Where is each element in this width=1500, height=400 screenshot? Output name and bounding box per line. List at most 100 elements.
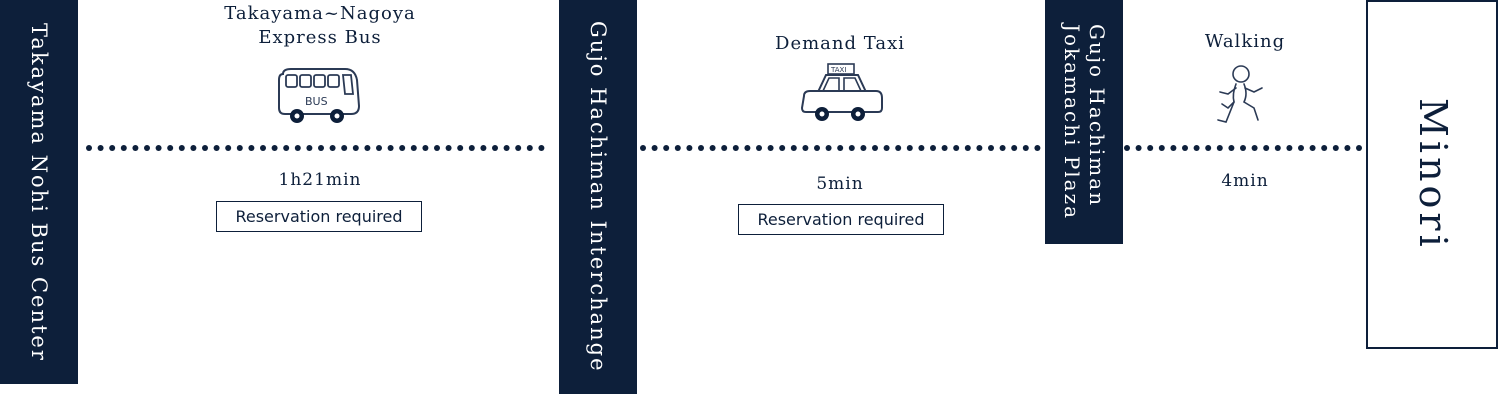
connector-dot bbox=[120, 145, 127, 151]
connector-dot bbox=[445, 145, 452, 151]
connector-dot bbox=[1274, 145, 1281, 151]
connector-dot bbox=[422, 145, 429, 151]
connector-dot bbox=[468, 145, 475, 151]
connector-dot bbox=[480, 145, 487, 151]
connector-dot bbox=[318, 145, 324, 151]
bus-icon: BUS bbox=[278, 68, 361, 123]
connector-line-1 bbox=[86, 145, 545, 151]
connector-dot bbox=[872, 145, 878, 151]
connector-dot bbox=[767, 145, 774, 151]
leg-mode-demand-taxi: Demand Taxi bbox=[775, 33, 905, 54]
connector-dot bbox=[744, 145, 751, 151]
connector-dot bbox=[930, 145, 936, 151]
connector-dot bbox=[1356, 145, 1362, 151]
connector-dot bbox=[1240, 145, 1246, 151]
walking-person-icon bbox=[1217, 65, 1263, 123]
connector-line-2 bbox=[640, 145, 1041, 151]
connector-dot bbox=[457, 145, 464, 151]
connector-dot bbox=[790, 145, 797, 151]
leg-duration-demand-taxi: 5min bbox=[816, 174, 864, 194]
connector-dot bbox=[640, 145, 646, 151]
connector-dot bbox=[1022, 145, 1029, 151]
connector-dot bbox=[538, 145, 545, 151]
connector-dot bbox=[364, 145, 371, 151]
connector-dot bbox=[86, 145, 92, 151]
connector-dot bbox=[1135, 145, 1142, 151]
connector-dot bbox=[976, 145, 983, 151]
connector-dot bbox=[1216, 145, 1223, 151]
stop-minori-destination: Minori bbox=[1366, 0, 1498, 349]
connector-dot bbox=[825, 145, 832, 151]
connector-dot bbox=[1344, 145, 1351, 151]
connector-dot bbox=[492, 145, 498, 151]
connector-dot bbox=[999, 145, 1006, 151]
connector-dot bbox=[1263, 145, 1270, 151]
connector-dot bbox=[202, 145, 208, 151]
connector-dot bbox=[515, 145, 522, 151]
connector-dot bbox=[329, 145, 336, 151]
connector-dot bbox=[225, 145, 232, 151]
reservation-badge-demand-taxi: Reservation required bbox=[738, 204, 944, 235]
connector-dot bbox=[756, 145, 762, 151]
connector-dot bbox=[964, 145, 971, 151]
connector-dot bbox=[848, 145, 855, 151]
leg-mode-express-bus: Takayama~Nagoya Express Bus bbox=[224, 3, 416, 49]
connector-dot bbox=[779, 145, 786, 151]
connector-dot bbox=[709, 145, 716, 151]
stop-gujo-hachiman-jokamachi-plaza: Gujo Hachiman Jokamachi Plaza bbox=[1045, 0, 1123, 244]
connector-dot bbox=[1205, 145, 1212, 151]
connector-dot bbox=[213, 145, 220, 151]
connector-dot bbox=[837, 145, 844, 151]
connector-dot bbox=[434, 145, 440, 151]
connector-line-3 bbox=[1124, 145, 1362, 151]
reservation-badge-express-bus: Reservation required bbox=[216, 201, 422, 232]
connector-dot bbox=[376, 145, 382, 151]
connector-dot bbox=[271, 145, 278, 151]
connector-dot bbox=[988, 145, 994, 151]
connector-dot bbox=[144, 145, 150, 151]
connector-dot bbox=[399, 145, 406, 151]
connector-dot bbox=[1321, 145, 1328, 151]
connector-dot bbox=[503, 145, 510, 151]
connector-dot bbox=[387, 145, 394, 151]
connector-dot bbox=[341, 145, 348, 151]
connector-dot bbox=[721, 145, 728, 151]
connector-dot bbox=[1034, 145, 1041, 151]
connector-dot bbox=[895, 145, 902, 151]
connector-dot bbox=[732, 145, 739, 151]
connector-dot bbox=[906, 145, 913, 151]
connector-dot bbox=[294, 145, 301, 151]
connector-dot bbox=[155, 145, 162, 151]
connector-dot bbox=[1251, 145, 1258, 151]
connector-dot bbox=[941, 145, 948, 151]
connector-dot bbox=[236, 145, 243, 151]
connector-dot bbox=[1124, 145, 1130, 151]
connector-dot bbox=[918, 145, 925, 151]
connector-dot bbox=[526, 145, 533, 151]
stop-takayama-nohi-bus-center: Takayama Nohi Bus Center bbox=[0, 0, 78, 384]
connector-dot bbox=[248, 145, 255, 151]
stop-gujo-hachiman-interchange: Gujo Hachiman Interchange bbox=[559, 0, 637, 394]
taxi-sign-text: TAXI bbox=[830, 66, 846, 74]
leg-duration-walking: 4min bbox=[1221, 171, 1269, 191]
connector-dot bbox=[1011, 145, 1018, 151]
bus-icon-text: BUS bbox=[305, 95, 328, 108]
connector-dot bbox=[814, 145, 820, 151]
connector-dot bbox=[283, 145, 290, 151]
connector-dot bbox=[178, 145, 185, 151]
connector-dot bbox=[1332, 145, 1339, 151]
taxi-icon: TAXI bbox=[800, 63, 883, 121]
connector-dot bbox=[97, 145, 104, 151]
connector-dot bbox=[1193, 145, 1200, 151]
leg-mode-walking: Walking bbox=[1204, 31, 1286, 52]
connector-dot bbox=[1147, 145, 1154, 151]
connector-dot bbox=[132, 145, 139, 151]
connector-dot bbox=[860, 145, 867, 151]
connector-dot bbox=[1158, 145, 1165, 151]
connector-dot bbox=[663, 145, 670, 151]
connector-dot bbox=[260, 145, 266, 151]
connector-dot bbox=[883, 145, 890, 151]
connector-dot bbox=[1228, 145, 1235, 151]
leg-duration-express-bus: 1h21min bbox=[278, 170, 362, 190]
